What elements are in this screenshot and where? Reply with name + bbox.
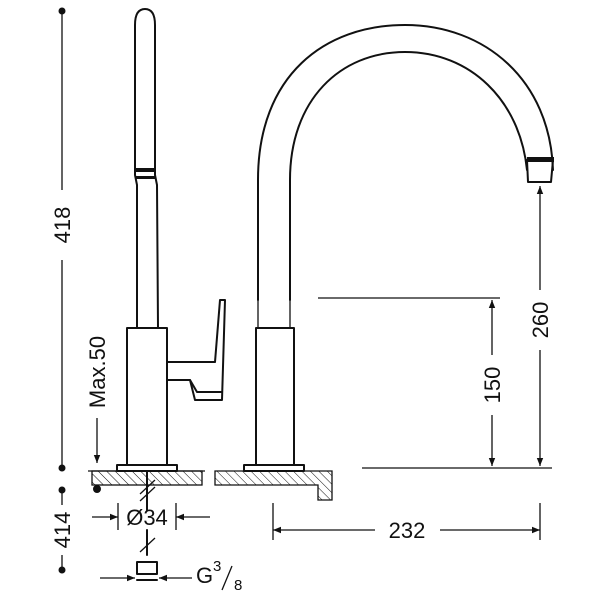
dim-max-thickness: Max.50 <box>85 336 110 408</box>
side-handle-grip <box>189 379 223 393</box>
dim-below-counter: 414 <box>50 512 75 549</box>
dim-hole-diameter: Ø34 <box>126 505 168 530</box>
dimension-lines: 418 414 Max.50 Ø34 G 3 8 232 <box>50 7 553 594</box>
side-view <box>88 8 226 581</box>
side-handle-lever <box>166 299 226 401</box>
front-base-flange <box>243 464 305 472</box>
dim-connection-sub: 8 <box>234 577 242 594</box>
front-spout-outer <box>257 24 554 301</box>
front-body <box>255 327 295 466</box>
dim-connection: G <box>196 563 213 588</box>
front-view <box>214 24 554 501</box>
dim-spout-reach: 232 <box>389 518 426 543</box>
side-spout-tube <box>134 8 159 329</box>
side-spout-ring-2 <box>135 176 156 179</box>
dim-spout-clearance: 150 <box>480 367 505 404</box>
dim-total-height: 418 <box>50 207 75 244</box>
side-spout-ring <box>135 168 156 172</box>
dim-connection-sup: 3 <box>213 558 221 575</box>
front-spout-tip <box>526 159 554 183</box>
side-body <box>126 327 168 466</box>
side-connector <box>136 561 158 575</box>
front-spout-inner <box>289 51 528 301</box>
dim-spout-height: 260 <box>528 302 553 339</box>
front-countertop <box>214 470 333 501</box>
